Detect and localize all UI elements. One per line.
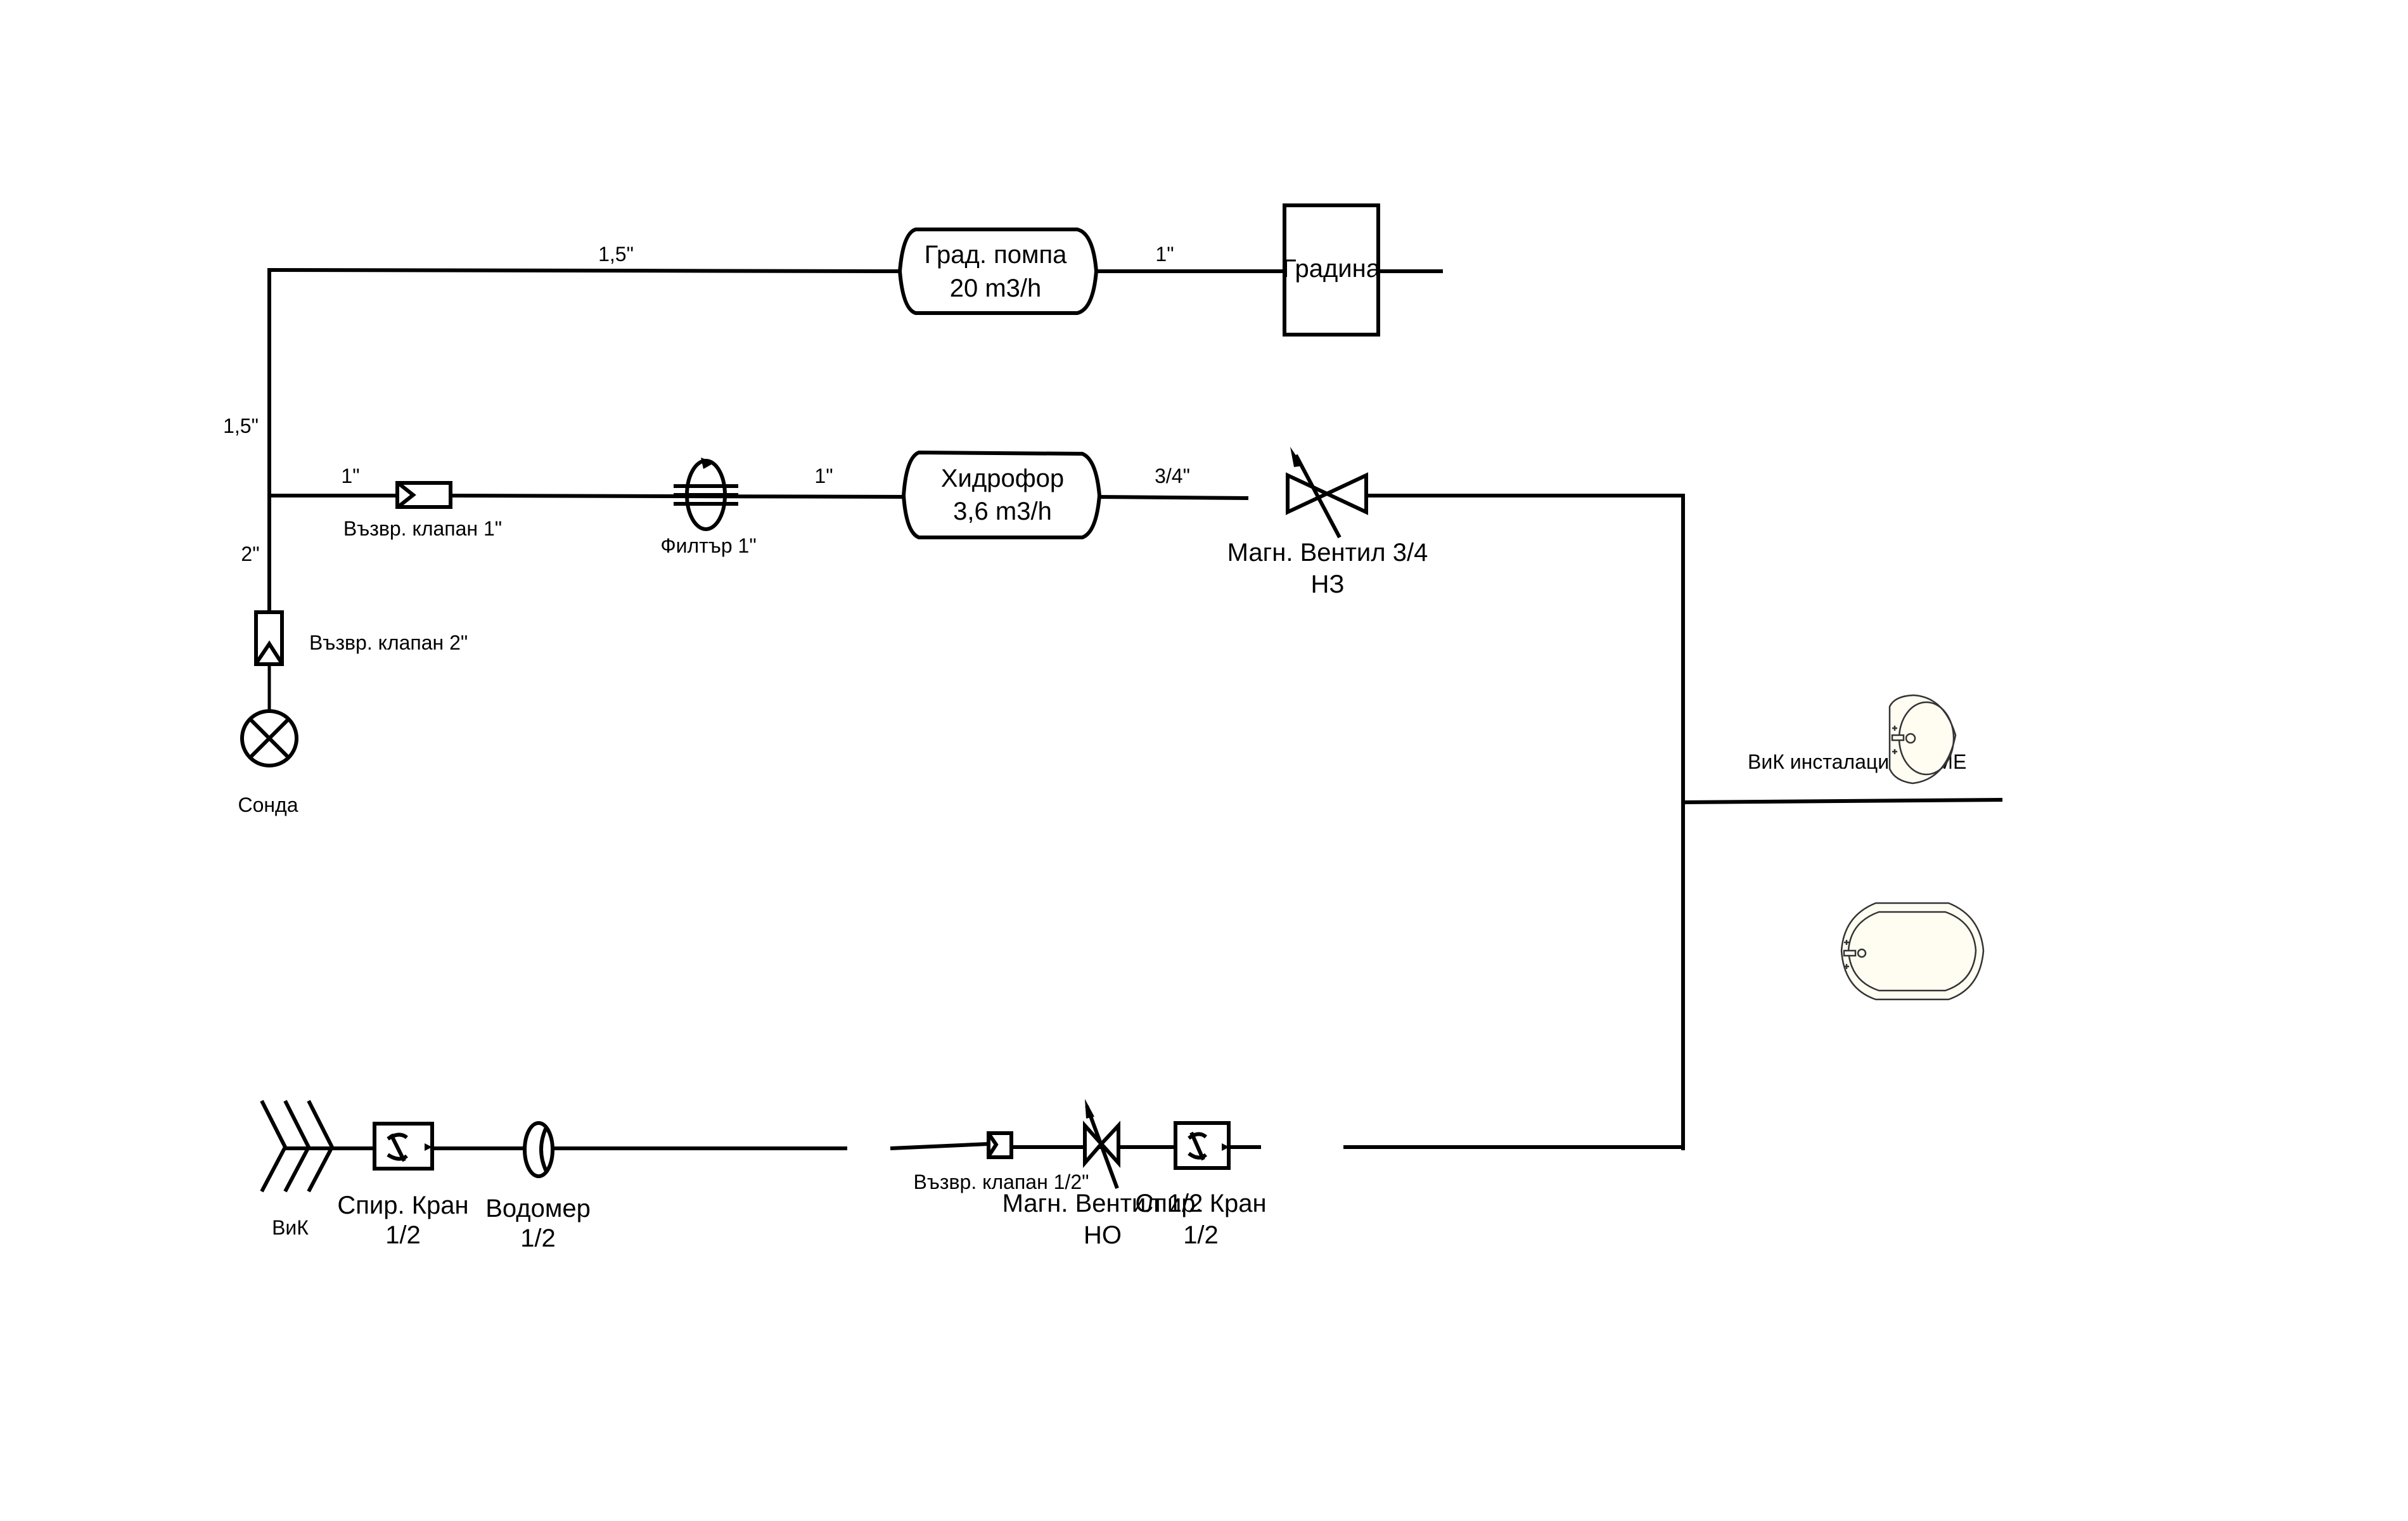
valve-actuator-line (1085, 1105, 1119, 1190)
hydrophore-shape (901, 450, 1102, 539)
garden-label: Градина (1283, 255, 1381, 283)
solenoid-valve-3-4-name: Магн. Вентил 3/4 (1227, 539, 1428, 567)
check-valve-1-body (395, 481, 452, 509)
check-valve-half[interactable]: Възвр. клапан 1/2" (914, 1131, 1089, 1193)
garden-box[interactable]: Градина (1283, 203, 1381, 337)
water-meter-outer (523, 1121, 554, 1178)
stop-valve-2-name: Спир. Кран (1135, 1190, 1266, 1217)
sink-icon (1888, 694, 1957, 785)
check-valve-half-arrow (987, 1133, 999, 1157)
garden-pump-shape (897, 228, 1099, 315)
stop-valve-2-size: 1/2 (1183, 1221, 1219, 1249)
filter[interactable]: Филтър 1" (660, 458, 757, 557)
valve-right-triangle (1322, 472, 1368, 515)
pipe-size-label: 1" (1155, 243, 1174, 266)
stop-valve-2-orifice (1188, 1132, 1208, 1140)
water-meter[interactable]: Водомер 1/2 (485, 1121, 591, 1252)
check-valve-half-body (987, 1131, 1013, 1159)
check-valve-1-arrow (397, 481, 416, 509)
garden-pump[interactable]: Град. помпа 20 m3/h (897, 228, 1099, 315)
pipe-top-to-garden-pump (267, 268, 904, 273)
stop-valve-1-size: 1/2 (385, 1221, 421, 1249)
pipe-hydrophore-to-valve (1096, 495, 1249, 500)
bathtub-icon (1840, 902, 1985, 1001)
hydrophore-name: Хидрофор (941, 465, 1064, 492)
filter-label: Филтър 1" (660, 534, 756, 557)
flow-arrow-icon (1222, 1143, 1229, 1151)
pipe-size-label: 3/4" (1155, 465, 1190, 487)
garden-rect (1283, 203, 1380, 337)
check-valve-1[interactable]: Възвр. клапан 1" (343, 481, 502, 540)
valve-left-triangle (1286, 472, 1332, 515)
check-valve-2[interactable]: Възвр. клапан 2" (254, 610, 468, 666)
probe[interactable]: Сонда (238, 709, 298, 816)
stop-valve-1-name: Спир. Кран (337, 1191, 468, 1219)
probe-label: Сонда (238, 793, 298, 816)
pipe-size-label: 1,5" (598, 243, 634, 266)
stop-valve-1[interactable]: Спир. Кран 1/2 (337, 1122, 469, 1249)
probe-cross (248, 717, 290, 759)
water-meter-name: Водомер (485, 1195, 591, 1223)
stop-valve-1-orifice (387, 1153, 408, 1161)
garden-pump-capacity: 20 m3/h (950, 274, 1042, 302)
valve-left-triangle (1083, 1120, 1104, 1169)
check-valve-2-arrow (254, 640, 284, 665)
solenoid-valve-3-4[interactable]: Магн. Вентил 3/4 НЗ (1227, 447, 1428, 598)
stop-valve-2-stem (1189, 1131, 1205, 1161)
flow-arrow-icon (425, 1143, 432, 1151)
pipe-size-label: 2" (241, 542, 259, 565)
pipe-size-label: 1" (341, 465, 359, 487)
valve-right-triangle (1098, 1120, 1120, 1168)
solenoid-valve-1-2-name: Магн. Вентил 1/2 (1002, 1190, 1203, 1217)
stop-valve-1-orifice (387, 1133, 408, 1141)
valve-actuator-line (1294, 454, 1342, 539)
valve-actuator-arrow-icon (1290, 447, 1303, 467)
stop-valve-2-orifice (1188, 1152, 1208, 1160)
stop-valve-2-body (1174, 1121, 1231, 1170)
stop-valve-1-stem (389, 1133, 406, 1162)
check-valve-2-label: Възвр. клапан 2" (309, 631, 468, 654)
pipe-size-label: 1,5" (223, 414, 259, 437)
solenoid-valve-1-2-type: НО (1084, 1221, 1122, 1249)
check-valve-half-label: Възвр. клапан 1/2" (914, 1171, 1089, 1193)
stop-valve-1-body (373, 1122, 434, 1171)
hydrophore-capacity: 3,6 m3/h (953, 497, 1052, 525)
city-supply-label: ВиК (272, 1216, 309, 1239)
valve-actuator-arrow-icon (1085, 1099, 1094, 1119)
pipe-to-home (1682, 798, 2003, 804)
supply-chevron-icon (283, 1100, 311, 1193)
solenoid-valve-3-4-type: НЗ (1310, 570, 1344, 598)
pipes (267, 268, 2003, 1150)
check-valve-1-label: Възвр. клапан 1" (343, 517, 502, 540)
city-supply[interactable]: ВиК (260, 1100, 335, 1239)
garden-pump-name: Град. помпа (925, 241, 1068, 269)
water-meter-size: 1/2 (520, 1224, 556, 1252)
stop-valve-2[interactable]: Спир. Кран 1/2 (1135, 1121, 1267, 1249)
solenoid-valve-1-2[interactable]: Магн. Вентил 1/2 НО (1002, 1099, 1203, 1249)
water-meter-inner (539, 1126, 548, 1172)
filter-arrow-icon (701, 458, 715, 469)
pipe-size-label: 1" (814, 465, 833, 487)
pipe-meter-to-check (890, 1142, 989, 1150)
supply-chevron-icon (260, 1100, 288, 1193)
supply-chevron-icon (307, 1100, 335, 1193)
hydrophore[interactable]: Хидрофор 3,6 m3/h (901, 450, 1102, 539)
